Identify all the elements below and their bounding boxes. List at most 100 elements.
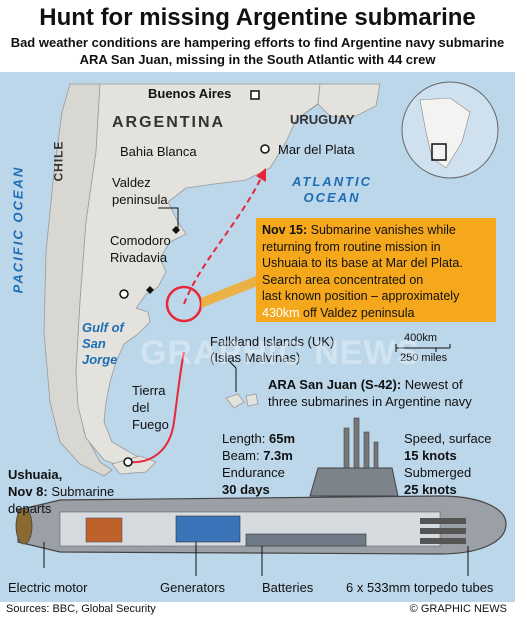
falklands-line-1: Falkland Islands (UK) (210, 334, 335, 349)
gulf-line-1: Gulf of (82, 320, 124, 335)
atlantic-ocean-label: ATLANTIC OCEAN (292, 174, 372, 206)
ushuaia-label: Ushuaia, Nov 8: Submarine departs (8, 466, 114, 517)
uruguay-land (317, 83, 381, 119)
periscope (343, 427, 350, 469)
falklands-land (225, 393, 259, 409)
bahia-blanca-label: Bahia Blanca (120, 144, 197, 159)
scale-km: 400km (404, 332, 438, 344)
propeller (15, 507, 33, 545)
page-title: Hunt for missing Argentine submarine (39, 4, 476, 31)
ushuaia-text: Submarine (51, 484, 115, 499)
callout-line-1: Submarine vanishes while (310, 223, 456, 237)
motor-label: Electric motor (8, 580, 88, 595)
mar-del-plata-marker (260, 144, 270, 154)
map-panel: PACIFIC OCEAN CHILE ARGENTINA URUGUAY AT… (0, 72, 515, 602)
tierra-line-2: del (132, 400, 150, 415)
valdez-line-1: Valdez (112, 175, 151, 190)
batteries-label: Batteries (262, 580, 314, 595)
submarine-speed: Speed, surface 15 knots Submerged 25 kno… (404, 430, 491, 498)
ushuaia-marker (123, 457, 133, 467)
mar-del-plata-label: Mar del Plata (278, 142, 355, 157)
watermark: GRAPHIC NEWS (140, 334, 421, 372)
falklands-leader (229, 361, 237, 392)
length-label: Length: (222, 431, 266, 446)
valdez-marker (172, 226, 180, 234)
atlantic-line-2: OCEAN (303, 190, 361, 205)
beam-value: 7.3m (263, 448, 293, 463)
page-subtitle: Bad weather conditions are hampering eff… (10, 35, 505, 67)
globe-locator-box (431, 143, 447, 161)
ushuaia-date: Nov 8: (8, 484, 48, 499)
map-svg (0, 72, 515, 602)
endurance-label: Endurance (222, 465, 285, 480)
callout-box: Nov 15: Submarine vanishes while returni… (256, 218, 496, 322)
argentina-label: ARGENTINA (112, 114, 226, 131)
generators (175, 515, 241, 543)
tierra-line-1: Tierra (132, 383, 166, 398)
comodoro-line-1: Comodoro (110, 233, 171, 248)
callout-line-2: returning from routine mission in (262, 239, 441, 254)
valdez-leader (158, 207, 179, 232)
submarine-cutaway (15, 417, 507, 576)
falklands-line-2: (Islas Malvinas) (210, 350, 301, 365)
gulf-marker (146, 286, 154, 294)
periscope (363, 431, 370, 469)
electric-motor (85, 517, 123, 543)
submarine-sail (309, 467, 399, 497)
torpedo-label: 6 x 533mm torpedo tubes (346, 580, 494, 595)
endurance-value: 30 days (222, 482, 270, 497)
submarine-desc-1: Newest of (404, 377, 463, 392)
batteries (245, 533, 367, 547)
ushuaia-place: Ushuaia, (8, 467, 63, 482)
callout-line-4: Search area concentrated on (262, 272, 424, 287)
submerged-label: Submerged (404, 465, 472, 480)
comodoro-marker (119, 289, 129, 299)
submarine-title: ARA San Juan (S-42): Newest of three sub… (268, 376, 472, 410)
torpedo-tube (420, 518, 466, 524)
callout-pointer (201, 276, 258, 308)
atlantic-line-1: ATLANTIC (292, 174, 373, 189)
uruguay-label: URUGUAY (290, 112, 355, 127)
credit: © GRAPHIC NEWS (409, 603, 507, 615)
periscope (353, 417, 360, 469)
pacific-ocean-label: PACIFIC OCEAN (10, 165, 26, 294)
length-value: 65m (269, 431, 296, 446)
generators-label: Generators (160, 580, 226, 595)
submarine-desc-2: three submarines in Argentine navy (268, 394, 472, 409)
submerged-value: 25 knots (404, 482, 457, 497)
chile-label: CHILE (51, 140, 66, 182)
speed-label: Speed, surface (404, 431, 492, 446)
gulf-line-2: San (82, 336, 106, 351)
route-known (127, 351, 185, 464)
submarine-specs: Length: 65m Beam: 7.3m Endurance 30 days (222, 430, 295, 498)
callout-line-6: off Valdez peninsula (299, 305, 415, 320)
gulf-line-3: Jorge (82, 352, 118, 367)
callout-line-5: last known position – approximately (262, 289, 460, 303)
beam-label: Beam: (222, 448, 260, 463)
periscope (373, 441, 379, 469)
speed-value: 15 knots (404, 448, 457, 463)
valdez-line-2: peninsula (112, 192, 168, 207)
route-arrow (256, 168, 266, 182)
valdez-label: Valdez peninsula (112, 174, 168, 208)
scale-miles: 250 miles (400, 352, 448, 364)
buenos-aires-label: Buenos Aires (148, 86, 232, 101)
torpedo-tube (420, 528, 466, 534)
sources: Sources: BBC, Global Security (6, 603, 156, 615)
submarine-name: ARA San Juan (S-42): (268, 377, 402, 392)
tierra-del-fuego-label: Tierra del Fuego (132, 382, 169, 433)
callout-line-3: Ushuaia to its base at Mar del Plata. (262, 256, 463, 270)
torpedo-tube (420, 538, 466, 544)
gulf-label: Gulf of San Jorge (82, 320, 124, 368)
border-line (295, 103, 319, 121)
callout-distance: 430km (262, 305, 300, 320)
callout-date: Nov 15: (262, 223, 308, 237)
falklands-label: Falkland Islands (UK) (Islas Malvinas) (210, 334, 334, 366)
ushuaia-text-2: departs (8, 501, 52, 516)
buenos-aires-marker (250, 90, 260, 100)
argentina-land (75, 83, 321, 469)
comodoro-label: Comodoro Rivadavia (110, 232, 171, 266)
comodoro-line-2: Rivadavia (110, 250, 168, 265)
tierra-line-3: Fuego (132, 417, 169, 432)
